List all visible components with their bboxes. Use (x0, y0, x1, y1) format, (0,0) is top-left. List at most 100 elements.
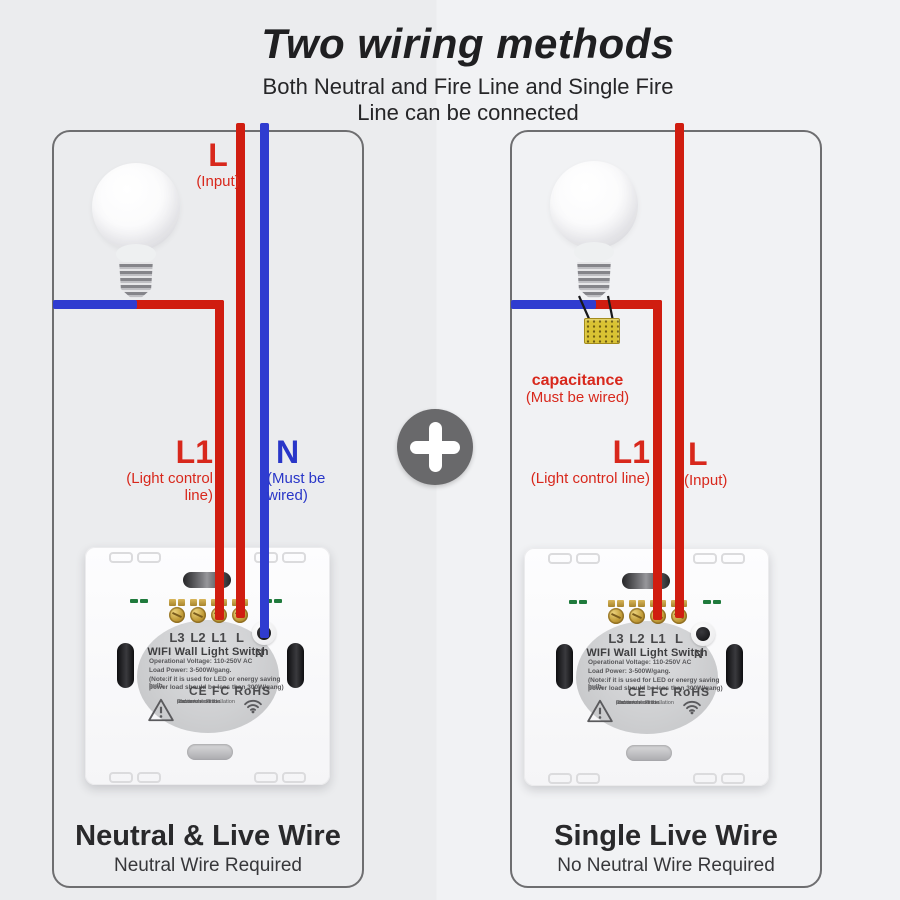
label-l1-name: L1 (612, 434, 650, 470)
contact-pad (199, 599, 206, 606)
capacitor (584, 318, 620, 344)
contact-pad (232, 599, 239, 606)
terminal-label-l3: L3 (169, 630, 185, 645)
caution-line: Caution: (177, 698, 198, 705)
label-capacitance-desc: (Must be wired) (525, 389, 630, 406)
green-mark (569, 600, 577, 604)
label-n-name: N (276, 434, 300, 470)
contact-pad (190, 599, 197, 606)
n-terminal-hole (696, 627, 710, 641)
caption-left-subtitle: Neutral Wire Required (114, 855, 302, 876)
mount-mark (721, 773, 745, 784)
wire-l1-vertical-right (653, 300, 662, 620)
wire-l1-horizontal-left (134, 300, 224, 309)
caution-line: power when installation (177, 698, 236, 705)
contact-pad (169, 599, 176, 606)
mount-mark (576, 773, 600, 784)
wire-neutral-horizontal-left (53, 300, 137, 309)
page-title: Two wiring methods (261, 20, 675, 67)
spec-line: Operational Voltage: 110-250V AC (588, 658, 692, 666)
terminal-label-n: N (694, 647, 703, 661)
wifi-icon (683, 700, 701, 715)
mount-mark (576, 553, 600, 564)
caption-left: Neutral & Live Wire Neutral Wire Require… (52, 820, 364, 877)
caution-line: Caution: (616, 699, 637, 706)
mount-mark (109, 552, 133, 563)
mount-mark (548, 553, 572, 564)
mount-mark (137, 772, 161, 783)
subtitle-line-1: Both Neutral and Fire Line and Single Fi… (262, 74, 674, 99)
label-l1-name: L1 (175, 434, 213, 470)
contact-pad (659, 600, 666, 607)
terminal-screw-l3 (608, 608, 624, 624)
label-l-desc: (Input) (684, 472, 728, 489)
terminal-screw-l3 (169, 607, 185, 623)
caption-right-subtitle: No Neutral Wire Required (557, 855, 775, 876)
terminal-screw-l2 (190, 607, 206, 623)
label-l1-desc: (Light control line) (530, 470, 650, 487)
green-mark (274, 599, 282, 603)
mount-mark (137, 552, 161, 563)
label-l-desc: (Input) (196, 173, 240, 190)
bulb-screw-base-right (577, 262, 611, 298)
spec-line: (Note:if it is used for LED or energy sa… (149, 675, 281, 689)
caution-line: Please cut off the (177, 698, 221, 705)
caution-line: power when installation (616, 699, 675, 706)
certification-marks: CE FC RoHS (628, 685, 710, 699)
bulb-screw-base-left (119, 262, 153, 298)
mount-mark (721, 553, 745, 564)
spec-line: power load should be less than 300W/gang… (588, 684, 723, 692)
terminal-label-l: L (675, 631, 683, 646)
label-l-right: L (Input) (684, 436, 754, 489)
caution-line: Please cut off the (616, 699, 660, 706)
capacitor-leads (577, 295, 615, 322)
terminal-screw-l2 (629, 608, 645, 624)
wire-neutral-horizontal-right (511, 300, 596, 309)
green-mark (130, 599, 138, 603)
contact-pad (608, 600, 615, 607)
mount-mark (282, 552, 306, 563)
label-n-desc: (Must be wired) (267, 470, 326, 504)
label-l1-desc: (Light control line) (126, 470, 213, 504)
caution-line: and uninstallation. (616, 699, 661, 706)
terminal-label-l1: L1 (211, 630, 227, 645)
mount-mark (254, 772, 278, 783)
label-l1-right: L1 (Light control line) (530, 434, 650, 487)
terminal-label-n: N (255, 646, 264, 660)
wire-l1-horizontal-right (593, 300, 662, 309)
label-l-name: L (688, 436, 708, 472)
side-slot-right (287, 643, 304, 688)
contact-pad (638, 600, 645, 607)
label-l-left: L (Input) (178, 139, 258, 190)
contact-pad (671, 600, 678, 607)
wire-neutral-left (260, 123, 269, 638)
mount-mark (282, 772, 306, 783)
contact-pad (629, 600, 636, 607)
contact-pad (211, 599, 218, 606)
wire-l1-vertical-left (215, 300, 224, 620)
mount-mark (693, 553, 717, 564)
caption-right: Single Live Wire No Neutral Wire Require… (510, 820, 822, 877)
light-bulb-left (92, 163, 180, 251)
mount-mark (109, 772, 133, 783)
certification-marks: CE FC RoHS (189, 684, 271, 698)
top-slot (622, 573, 670, 589)
mount-mark (693, 773, 717, 784)
neutral-live-panel (52, 130, 364, 888)
product-name: WIFI Wall Light Switch (586, 647, 708, 659)
caption-left-title: Neutral & Live Wire (75, 820, 341, 852)
wall-switch-left: L3 L2 L1 L N WIFI Wall Light Switch Oper… (85, 547, 330, 785)
caution-icon (587, 699, 613, 723)
terminal-label-l1: L1 (650, 631, 666, 646)
spec-line: power load should be less than 300W/gang… (149, 683, 284, 691)
caution-line: and uninstallation. (177, 698, 222, 705)
wifi-icon (244, 699, 262, 714)
terminal-label-l3: L3 (608, 631, 624, 646)
page-subtitle: Both Neutral and Fire Line and Single Fi… (36, 74, 900, 126)
green-mark (703, 600, 711, 604)
terminal-label-l2: L2 (629, 631, 645, 646)
side-slot-right (726, 644, 743, 689)
subtitle-line-2: Line can be connected (357, 100, 579, 125)
green-mark (713, 600, 721, 604)
